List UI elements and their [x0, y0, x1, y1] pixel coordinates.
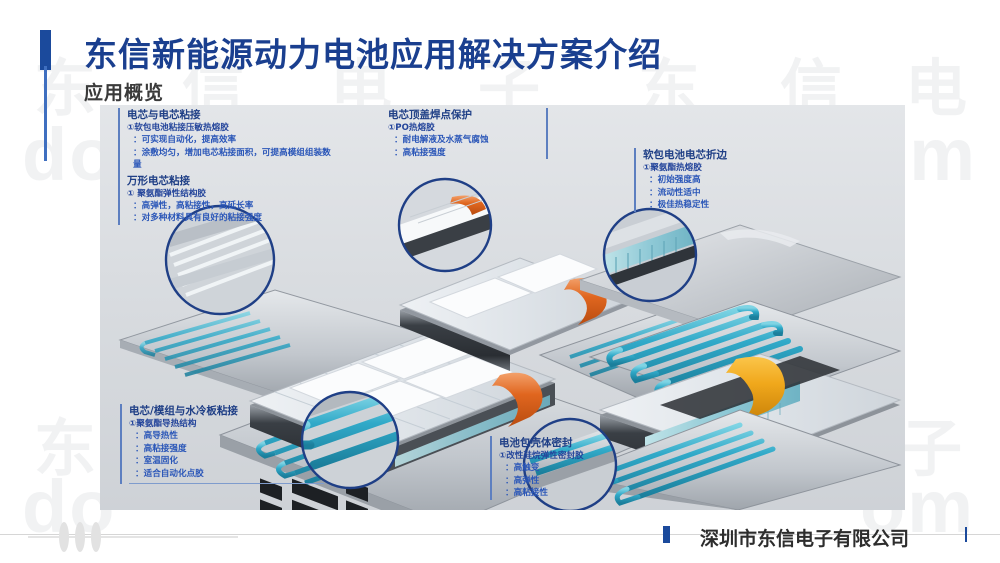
footer-accent-left — [663, 526, 670, 543]
callout-item: ：适合自动化点胶 — [135, 468, 204, 479]
callout-pack-housing-sealing: 电池包壳体密封 ①改性硅烷弹性密封胶 ：高触变 ：高弹性 ：高粘接性 — [490, 436, 640, 500]
callout-item: ：高粘接强度 — [135, 443, 187, 454]
callout-heading: 电芯与电芯粘接 — [127, 109, 201, 121]
callout-subtitle: ①PO热熔胶 — [388, 123, 435, 134]
callout-item: ：高触变 — [505, 463, 540, 474]
callout-cell-cap-weld-protection: 电芯顶盖焊点保护 ①PO热熔胶 ：耐电解液及水蒸气腐蚀 ：高粘接强度 — [388, 108, 548, 160]
page-subtitle: 应用概览 — [84, 82, 165, 104]
callout-subtitle: ①聚氨酯热熔胶 — [643, 163, 702, 174]
watermark-char: 东 — [34, 412, 97, 485]
watermark-char: 子 — [900, 412, 963, 485]
left-upper-module — [398, 253, 632, 371]
callout-cell-to-cell-bonding: 电芯与电芯粘接 ①软包电池粘接压敏热熔胶 ：可实现自动化，提高效率 ：涂敷均匀，… — [118, 108, 333, 225]
callout-pouch-cell-edge-folding: 软包电池电芯折边 ①聚氨酯热熔胶 ：初始强度高 ：流动性适中 ：极佳热稳定性 — [634, 148, 784, 212]
callout-heading: 软包电池电芯折边 — [643, 149, 727, 161]
callout-item: ：可实现自动化，提高效率 — [133, 135, 237, 146]
callout-item: ：高弹性，高粘接性，高延长率 — [133, 200, 254, 211]
callout-item: ：高弹性 — [505, 475, 540, 486]
zoom-bubble-right — [602, 207, 698, 303]
callout-subtitle: ①聚氨酯导热结构 — [129, 419, 197, 430]
callout-cell-module-coldplate-bonding: 电芯/模组与水冷板粘接 ①聚氨酯导热结构 ：高导热性 ：高粘接强度 ：室温固化 … — [120, 404, 324, 485]
callout-heading: 电池包壳体密封 — [499, 437, 573, 449]
callout-item: ：高导热性 — [135, 431, 178, 442]
callout-item: ：高粘接强度 — [394, 147, 446, 158]
battery-pack-diagram-image — [100, 105, 905, 510]
callout-item: ：涂敷均匀，增加电芯粘接面积，可提高模组组装数量 — [133, 147, 331, 171]
callout-accent-bar — [634, 148, 636, 212]
zoom-bubble-bottom-left — [300, 390, 400, 490]
callout-item: ：耐电解液及水蒸气腐蚀 — [394, 135, 489, 146]
callout-heading-2: 万形电芯粘接 — [127, 174, 190, 187]
watermark-char: 电 — [905, 52, 968, 125]
callout-underline — [129, 483, 324, 485]
battery-pack-illustration — [100, 105, 905, 510]
footer-divider — [0, 534, 1000, 535]
callout-heading: 电芯顶盖焊点保护 — [388, 109, 472, 121]
callout-subtitle: ①改性硅烷弹性密封胶 — [499, 451, 584, 462]
callout-accent-bar — [118, 108, 120, 225]
footer-accent-right — [965, 527, 967, 542]
title-accent-bar — [40, 30, 51, 70]
callout-item: ：流动性适中 — [649, 187, 701, 198]
zoom-bubble-mid — [397, 177, 493, 273]
callout-item: ：高粘接性 — [505, 488, 548, 499]
page-title: 东信新能源动力电池应用解决方案介绍 — [84, 35, 662, 74]
callout-item: ：对多种材料具有良好的粘接强度 — [133, 213, 262, 224]
callout-heading: 电芯/模组与水冷板粘接 — [129, 405, 238, 417]
zoom-bubble-bottom-right — [522, 417, 618, 510]
callout-accent-bar — [546, 108, 548, 160]
callout-item: ：室温固化 — [135, 456, 178, 467]
callout-accent-bar — [120, 404, 122, 485]
footer-decoration — [28, 522, 238, 552]
callout-accent-bar — [490, 436, 492, 500]
callout-subtitle: ①软包电池粘接压敏热熔胶 — [127, 123, 229, 134]
zoom-bubble-left — [164, 204, 276, 316]
callout-item: ：初始强度高 — [649, 175, 701, 186]
callout-item: ：极佳热稳定性 — [649, 200, 710, 211]
callout-subtitle-2: ① 聚氨酯弹性结构胶 — [127, 188, 207, 199]
footer-company-name: 深圳市东信电子有限公司 — [700, 528, 910, 550]
title-accent-rule — [44, 66, 47, 161]
